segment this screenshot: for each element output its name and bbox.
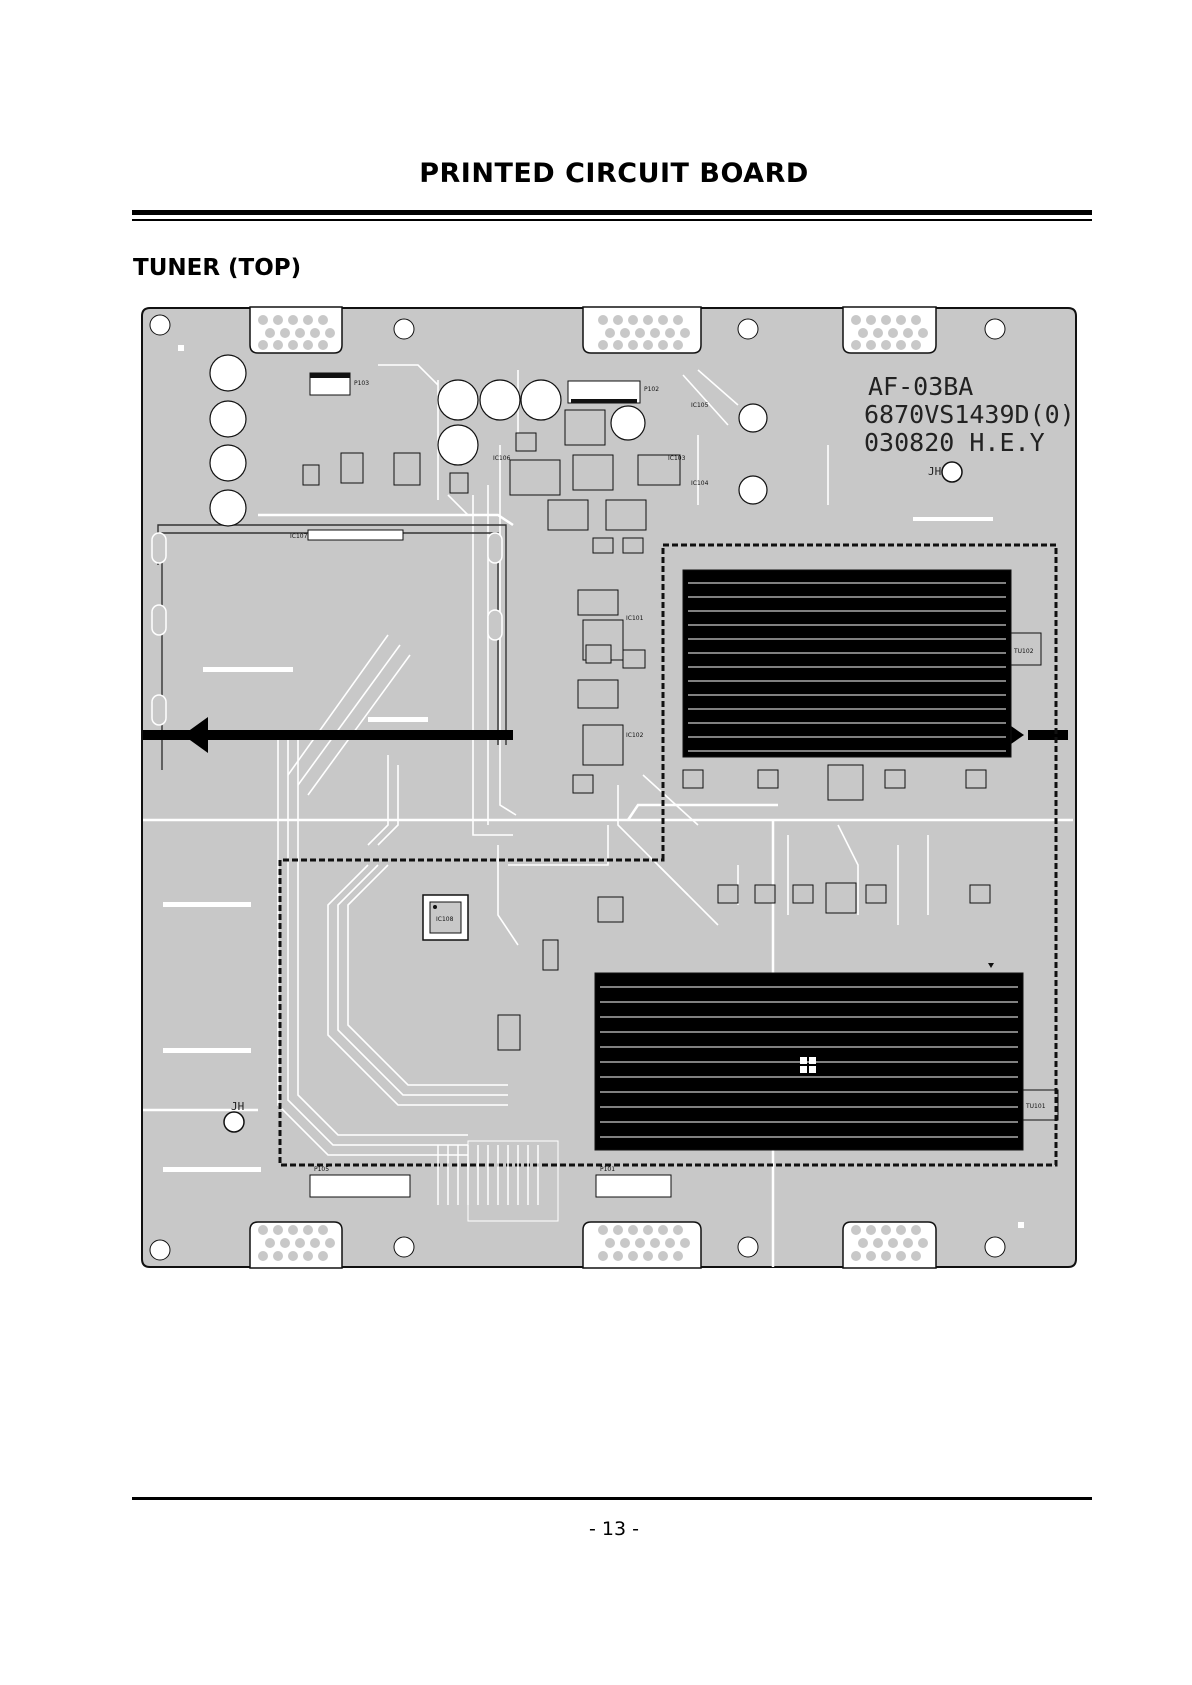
model-code-text: AF-03BA <box>868 372 973 401</box>
svg-text:IC101: IC101 <box>626 615 644 622</box>
pcb-board-diagram: TU102 TU101 AF-03BA 6870VS1439D(0) 03082… <box>138 305 1080 1270</box>
tu101-label: TU101 <box>1025 1103 1046 1110</box>
svg-text:P102: P102 <box>644 386 659 393</box>
tuner-module-tu102: TU102 <box>683 570 1041 757</box>
svg-text:IC107: IC107 <box>290 533 308 540</box>
part-number-text: 6870VS1439D(0) <box>864 400 1075 429</box>
svg-text:IC108: IC108 <box>436 916 454 923</box>
svg-text:IC102: IC102 <box>626 732 644 739</box>
svg-text:JH: JH <box>231 1100 244 1113</box>
footer-rule <box>132 1497 1092 1500</box>
svg-text:P103: P103 <box>354 380 369 387</box>
svg-text:JH: JH <box>928 465 941 478</box>
svg-text:P101: P101 <box>600 1166 615 1173</box>
tuner-module-tu101: TU101 <box>595 963 1058 1150</box>
svg-text:P105: P105 <box>314 1166 329 1173</box>
title-rule-thin <box>132 219 1092 221</box>
date-code-text: 030820 H.E.Y <box>864 428 1045 457</box>
svg-text:IC104: IC104 <box>691 480 709 487</box>
svg-text:IC105: IC105 <box>691 402 709 409</box>
page-number: - 13 - <box>0 1518 1192 1540</box>
page-title: PRINTED CIRCUIT BOARD <box>0 158 1192 189</box>
title-rule-thick <box>132 210 1092 215</box>
svg-text:IC103: IC103 <box>668 455 686 462</box>
section-title: TUNER (TOP) <box>133 255 301 281</box>
tu102-label: TU102 <box>1013 648 1034 655</box>
svg-text:IC106: IC106 <box>493 455 511 462</box>
